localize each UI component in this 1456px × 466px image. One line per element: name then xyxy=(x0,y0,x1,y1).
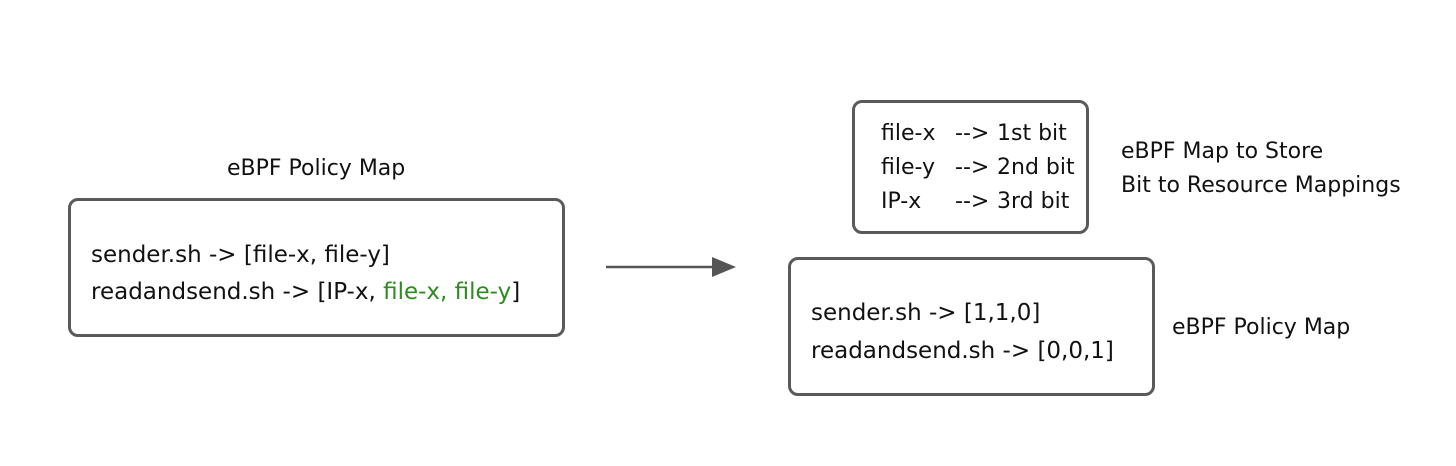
bit-mapping-row: file-y --> 2nd bit xyxy=(881,157,1075,179)
bit-mapping-key: file-y xyxy=(881,155,936,180)
left-policy-map-box: sender.sh -> [file-x, file-y] readandsen… xyxy=(68,198,565,337)
bit-mapping-label-line1: eBPF Map to Store xyxy=(1121,139,1324,164)
bit-mapping-arrow: --> xyxy=(955,155,990,180)
left-policy-map-title: eBPF Policy Map xyxy=(227,156,406,181)
bit-mapping-value: 1st bit xyxy=(997,121,1067,146)
bit-mapping-row: file-x --> 1st bit xyxy=(881,123,1067,145)
bit-mapping-key: file-x xyxy=(881,121,936,146)
transform-arrow xyxy=(606,257,736,277)
left-line2-suffix: ] xyxy=(511,279,521,305)
arrow-head xyxy=(712,257,736,277)
encoded-policy-line-readandsend: readandsend.sh -> [0,0,1] xyxy=(811,338,1114,364)
bit-mapping-label-line2: Bit to Resource Mappings xyxy=(1121,173,1401,198)
left-line2-prefix: readandsend.sh -> [IP-x, xyxy=(91,279,384,305)
bit-mapping-box: file-x --> 1st bit file-y --> 2nd bit IP-x --… xyxy=(852,100,1089,234)
bit-mapping-row: IP-x --> 3rd bit xyxy=(881,191,1069,213)
encoded-policy-map-box: sender.sh -> [1,1,0] readandsend.sh -> [… xyxy=(788,257,1155,396)
encoded-policy-map-label: eBPF Policy Map xyxy=(1172,315,1351,340)
bit-mapping-value: 2nd bit xyxy=(997,155,1075,180)
left-policy-line-sender: sender.sh -> [file-x, file-y] xyxy=(91,242,390,268)
left-policy-line-readandsend: readandsend.sh -> [IP-x, file-x, file-y] xyxy=(91,281,520,304)
left-line2-highlight: file-x, file-y xyxy=(383,279,512,305)
bit-mapping-value: 3rd bit xyxy=(997,189,1070,214)
bit-mapping-arrow: --> xyxy=(955,189,990,214)
bit-mapping-arrow: --> xyxy=(955,121,990,146)
encoded-policy-line-sender: sender.sh -> [1,1,0] xyxy=(811,300,1041,326)
bit-mapping-key: IP-x xyxy=(881,189,922,214)
